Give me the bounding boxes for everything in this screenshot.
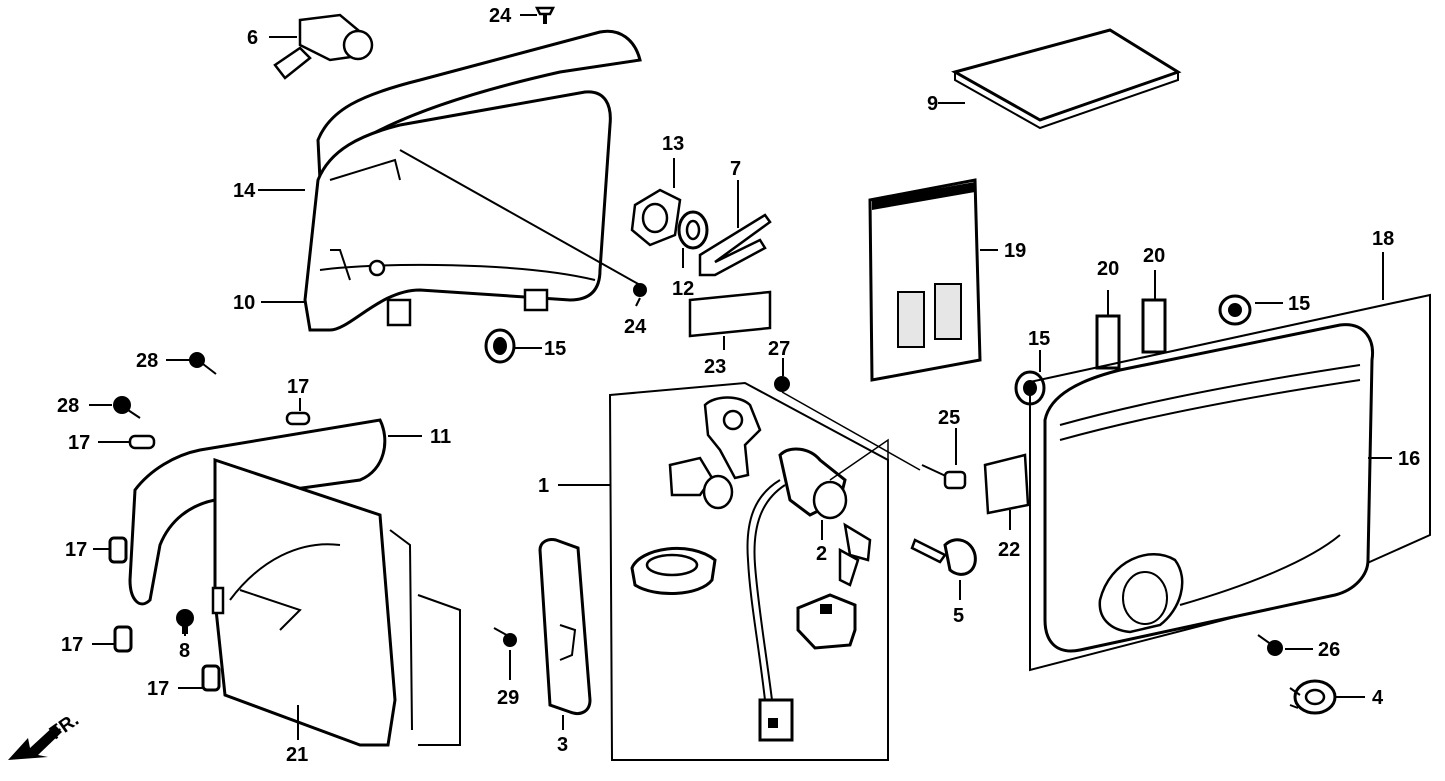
callout-17-e: 17: [147, 678, 169, 700]
bolt-24-top: [534, 6, 556, 24]
callout-22: 22: [998, 539, 1020, 561]
bolt-24-mid: [633, 283, 647, 297]
callout-24-mid: 24: [624, 316, 647, 338]
bolt-25: [921, 464, 967, 490]
grommet-17-b: [128, 434, 156, 450]
callout-13: 13: [662, 133, 684, 155]
sticker-sheet-19: [868, 178, 982, 382]
side-cover-right: [1029, 293, 1431, 672]
callout-15-left: 15: [544, 338, 566, 360]
label-23: [688, 290, 772, 338]
reflector-20-b: [1141, 298, 1167, 354]
callout-20-a: 20: [1097, 258, 1119, 280]
screw-28-upper: [189, 352, 217, 375]
nut-27: [774, 376, 790, 392]
callout-15-mid: 15: [1028, 328, 1050, 350]
callouts: 6 24 14 10 13 7 12 24 15 23 27 28 28 17 …: [57, 5, 1420, 766]
key-lock-6: [273, 13, 374, 80]
grommet-17-d: [113, 625, 133, 653]
key-5: [910, 538, 977, 576]
callout-17-a: 17: [287, 376, 309, 398]
callout-1: 1: [538, 475, 549, 497]
callout-8: 8: [179, 640, 190, 662]
callout-17-d: 17: [61, 634, 83, 656]
grommet-4: [1289, 679, 1337, 715]
callout-17-c: 17: [65, 539, 87, 561]
callout-28-lower: 28: [57, 395, 79, 417]
callout-14: 14: [233, 180, 256, 202]
callout-9: 9: [927, 93, 938, 115]
grommet-17-c: [108, 536, 128, 564]
callout-26: 26: [1318, 639, 1340, 661]
callout-3: 3: [557, 734, 568, 756]
clip-7: [698, 213, 772, 277]
callout-16: 16: [1398, 448, 1420, 470]
callout-29: 29: [497, 687, 519, 709]
screw-28-lower: [113, 396, 141, 419]
bolt-29: [493, 627, 517, 647]
callout-25: 25: [938, 407, 960, 429]
lower-cover-assembly: [128, 418, 461, 747]
callout-27: 27: [768, 338, 790, 360]
bolt-8: [176, 609, 194, 634]
gasket-13: [630, 188, 682, 247]
callout-4: 4: [1372, 687, 1384, 709]
callout-17-b: 17: [68, 432, 90, 454]
callout-19: 19: [1004, 240, 1026, 262]
ring-12: [677, 210, 709, 250]
label-22: [983, 453, 1030, 515]
manual-9: [951, 28, 1182, 130]
callout-2: 2: [816, 543, 827, 565]
callout-21: 21: [286, 744, 308, 766]
grommet-15-right: [1218, 294, 1252, 326]
plate-3: [538, 538, 592, 715]
callout-18: 18: [1372, 228, 1394, 250]
callout-15-right: 15: [1288, 293, 1310, 315]
reflector-20-a: [1095, 314, 1121, 370]
callout-20-b: 20: [1143, 245, 1165, 267]
callout-23: 23: [704, 356, 726, 378]
callout-24-top: 24: [489, 5, 512, 27]
callout-11: 11: [430, 426, 451, 448]
callout-7: 7: [730, 158, 741, 180]
bolt-26: [1257, 634, 1283, 656]
callout-5: 5: [953, 605, 964, 627]
side-cover-upper: [303, 29, 642, 332]
callout-28-upper: 28: [136, 350, 158, 372]
leader-lines: [89, 14, 1392, 740]
callout-10: 10: [233, 292, 255, 314]
grommet-17-e: [201, 664, 221, 692]
callout-6: 6: [247, 27, 258, 49]
grommet-17-a: [285, 411, 311, 426]
grommet-15-left: [484, 328, 516, 364]
front-direction-arrow: FR.: [8, 709, 83, 760]
lock-set-1: [608, 381, 889, 761]
callout-12: 12: [672, 278, 694, 300]
